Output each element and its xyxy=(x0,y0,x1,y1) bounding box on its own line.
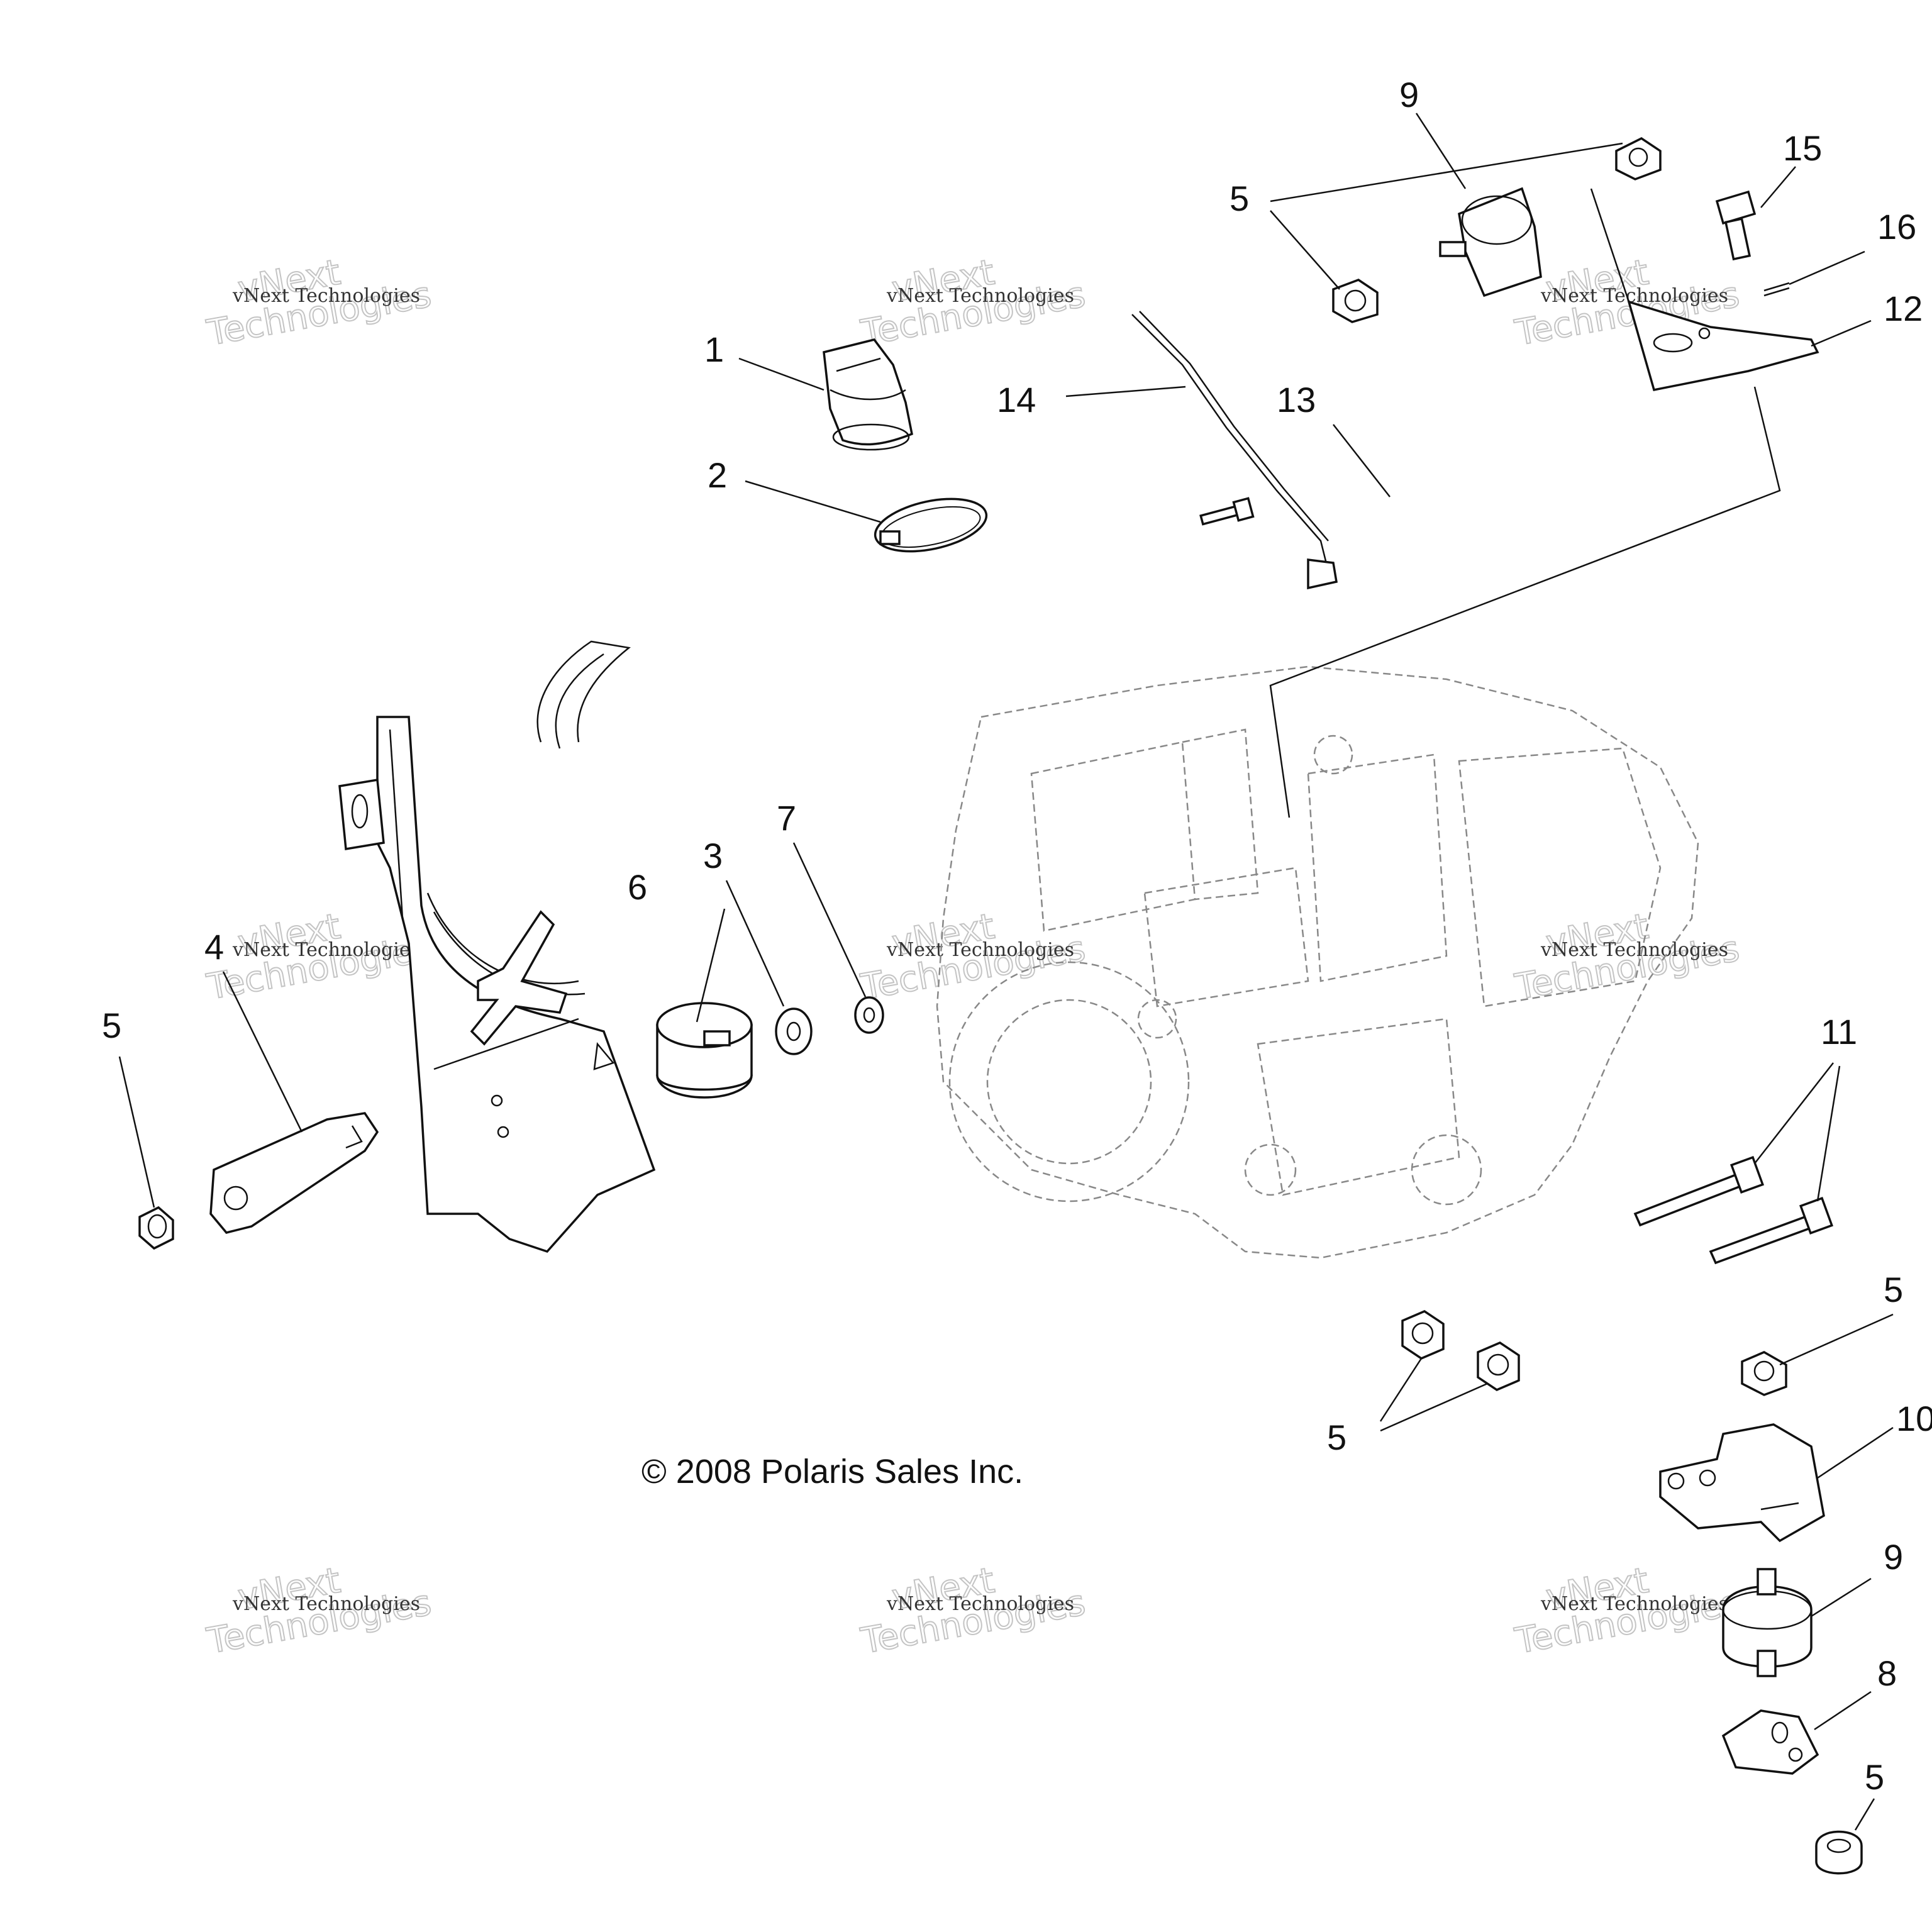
callout-7: 7 xyxy=(777,798,796,838)
part-3-washer xyxy=(775,1008,813,1055)
part-14-rod xyxy=(1131,311,1338,590)
watermark-text: vNext Technologies xyxy=(232,285,420,307)
part-5-nut-bottom xyxy=(1815,1830,1863,1875)
part-1-intake-boot xyxy=(823,338,914,451)
callout-8: 8 xyxy=(1877,1653,1897,1693)
callout-16: 16 xyxy=(1877,207,1916,247)
part-5-nut-bottom-center-b xyxy=(1477,1341,1520,1391)
callout-5-bottom: 5 xyxy=(1865,1757,1884,1797)
part-9-rubber-mount-bottom xyxy=(1722,1568,1813,1677)
part-15-bolt xyxy=(1715,190,1757,261)
callout-9-bottom: 9 xyxy=(1884,1537,1903,1577)
part-12-bracket xyxy=(1627,300,1819,392)
part-5-nut-top-right xyxy=(1615,136,1662,180)
callout-5-left: 5 xyxy=(102,1006,121,1045)
watermark-text: vNext Technologies xyxy=(1540,1593,1728,1615)
engine-phantom xyxy=(936,665,1699,1259)
callout-11: 11 xyxy=(1821,1012,1857,1052)
callout-10: 10 xyxy=(1896,1399,1932,1438)
watermark-text: vNext Technologies xyxy=(886,285,1074,307)
part-16-pin xyxy=(1763,282,1790,297)
part-2-hose-clamp xyxy=(874,497,988,553)
leader-bracket-to-engine xyxy=(1269,386,1781,818)
callout-15: 15 xyxy=(1783,128,1822,168)
callout-5-top: 5 xyxy=(1230,179,1249,218)
callout-6: 6 xyxy=(628,867,647,907)
callout-13: 13 xyxy=(1277,380,1316,419)
callout-5-right: 5 xyxy=(1884,1270,1903,1309)
part-5-nut-left xyxy=(138,1206,174,1250)
callout-4: 4 xyxy=(204,927,224,967)
part-8-cup xyxy=(1721,1709,1819,1775)
callout-labels: 9 5 15 16 12 1 2 14 13 7 3 6 4 5 11 5 5 … xyxy=(102,75,1932,1797)
watermark-text: vNext Technologies xyxy=(232,939,420,961)
part-4-plate xyxy=(209,1112,379,1234)
callout-2: 2 xyxy=(708,455,727,495)
part-11-bolts xyxy=(1633,1155,1834,1265)
callout-12: 12 xyxy=(1884,289,1923,328)
callout-5-bottom-center: 5 xyxy=(1327,1418,1346,1457)
part-13-bolt xyxy=(1199,497,1255,526)
frame-bracket xyxy=(338,640,656,1253)
part-5-nut-right xyxy=(1741,1351,1787,1396)
leader-lines xyxy=(118,113,1894,1831)
part-5-nut-bottom-center-a xyxy=(1401,1310,1445,1360)
callout-3: 3 xyxy=(703,836,723,875)
watermark-text: vNext Technologies xyxy=(886,1593,1074,1615)
part-5-nut-top-left xyxy=(1332,279,1379,323)
watermark-text: vNext Technologies xyxy=(1540,939,1728,961)
part-10-bracket xyxy=(1659,1423,1825,1543)
callout-1: 1 xyxy=(704,330,724,369)
callout-14: 14 xyxy=(997,380,1036,419)
watermark-text: vNext Technologies xyxy=(232,1593,420,1615)
part-7-washer xyxy=(854,996,884,1034)
part-9-rubber-mount-top xyxy=(1439,187,1542,297)
watermark-text: vNext Technologies xyxy=(886,939,1074,961)
part-6-rubber-mount xyxy=(656,1002,753,1099)
callout-9-top: 9 xyxy=(1399,75,1419,114)
copyright-text: © 2008 Polaris Sales Inc. xyxy=(641,1453,1023,1491)
